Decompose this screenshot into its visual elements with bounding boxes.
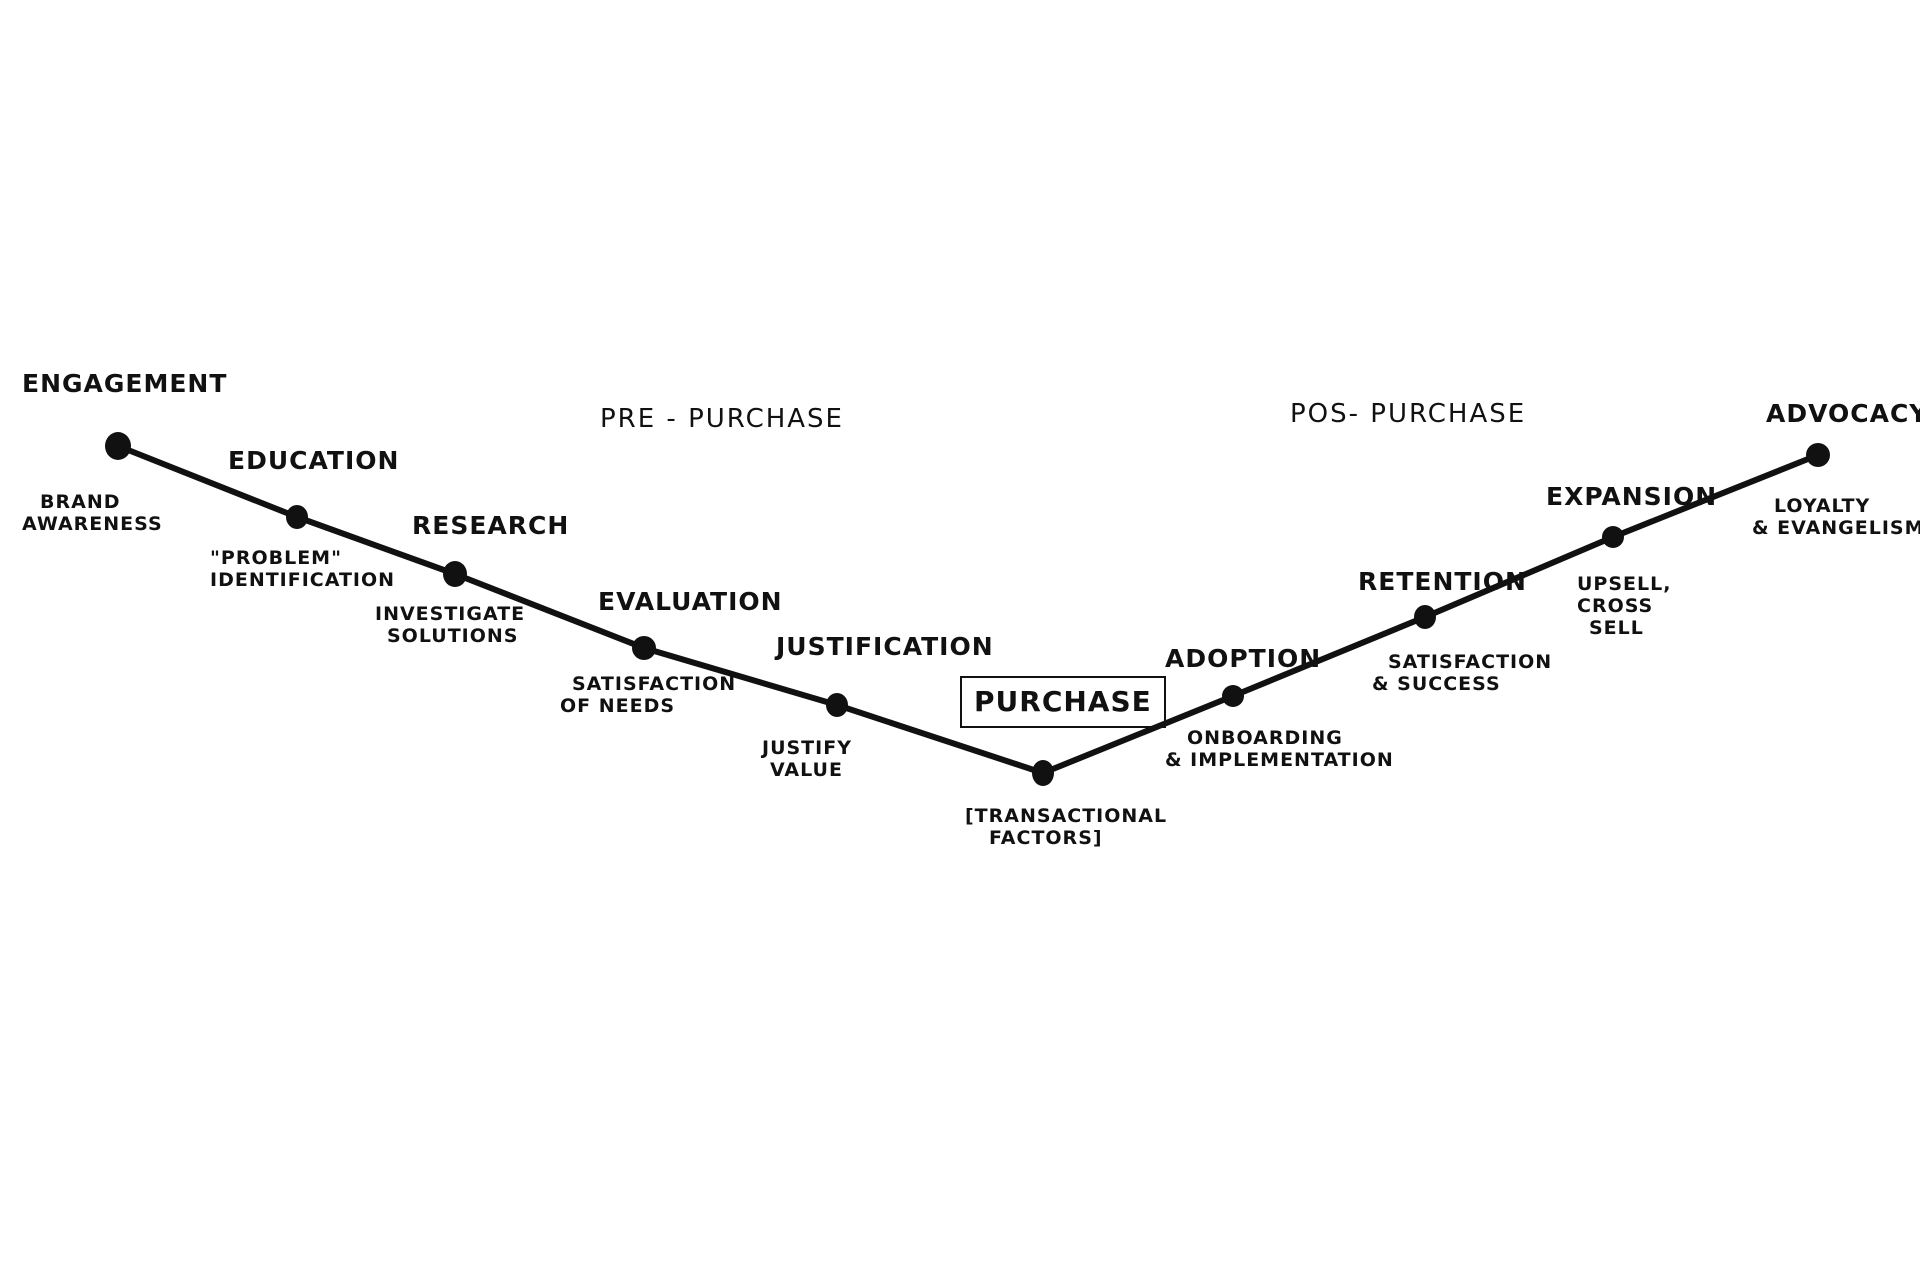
- stage-adoption-desc: ONBOARDING & IMPLEMENTATION: [1165, 727, 1394, 772]
- desc-line: SATISFACTION: [572, 673, 737, 695]
- desc-line: & IMPLEMENTATION: [1165, 748, 1394, 771]
- node-research: [443, 561, 467, 587]
- desc-line: SOLUTIONS: [387, 624, 519, 647]
- node-engagement: [105, 432, 131, 460]
- stage-expansion-desc: UPSELL, CROSS SELL: [1577, 573, 1672, 640]
- stage-justification-title: JUSTIFICATION: [776, 632, 994, 661]
- stage-education-desc: "PROBLEM" IDENTIFICATION: [210, 547, 396, 592]
- stage-retention-title: RETENTION: [1358, 567, 1527, 596]
- journey-path: [115, 443, 1821, 776]
- desc-line: & EVANGELISM: [1752, 516, 1920, 539]
- desc-line: JUSTIFY: [762, 737, 852, 759]
- stage-advocacy-desc: LOYALTY & EVANGELISM: [1752, 495, 1920, 540]
- desc-line: BRAND: [40, 491, 121, 513]
- stage-research-title: RESEARCH: [412, 511, 570, 540]
- stage-retention-desc: SATISFACTION & SUCCESS: [1372, 651, 1553, 696]
- stage-purchase-title: PURCHASE: [960, 676, 1166, 729]
- stage-education-title: EDUCATION: [228, 446, 400, 475]
- stage-evaluation-desc: SATISFACTION OF NEEDS: [560, 673, 737, 718]
- stage-adoption-title: ADOPTION: [1165, 644, 1322, 673]
- desc-line: "PROBLEM": [210, 547, 342, 569]
- stage-advocacy-title: ADVOCACY: [1766, 399, 1920, 428]
- desc-line: AWARENESS: [22, 512, 163, 535]
- node-evaluation: [632, 636, 656, 660]
- desc-line: VALUE: [770, 758, 843, 781]
- node-advocacy: [1806, 443, 1830, 467]
- stage-engagement-title: ENGAGEMENT: [22, 369, 228, 398]
- desc-line: & SUCCESS: [1372, 672, 1501, 695]
- node-retention: [1414, 605, 1436, 629]
- node-justification: [826, 693, 848, 717]
- phase-post-purchase: POS- PURCHASE: [1290, 399, 1527, 429]
- node-education: [286, 505, 308, 529]
- desc-line: ONBOARDING: [1187, 727, 1343, 749]
- desc-line: CROSS: [1577, 594, 1654, 617]
- node-adoption: [1222, 685, 1244, 707]
- desc-line: INVESTIGATE: [375, 603, 526, 625]
- desc-line: UPSELL,: [1577, 573, 1672, 595]
- stage-evaluation-title: EVALUATION: [598, 587, 783, 616]
- desc-line: LOYALTY: [1774, 495, 1871, 517]
- desc-line: FACTORS]: [989, 826, 1103, 849]
- desc-line: SELL: [1589, 616, 1644, 639]
- node-expansion: [1602, 526, 1624, 548]
- stage-expansion-title: EXPANSION: [1546, 482, 1718, 511]
- stage-engagement-desc: BRAND AWARENESS: [22, 491, 163, 536]
- stage-justification-desc: JUSTIFY VALUE: [762, 737, 852, 782]
- node-purchase: [1032, 760, 1054, 786]
- desc-line: [TRANSACTIONAL: [965, 805, 1168, 827]
- desc-line: OF NEEDS: [560, 694, 676, 717]
- desc-line: SATISFACTION: [1388, 651, 1553, 673]
- stage-research-desc: INVESTIGATE SOLUTIONS: [375, 603, 526, 648]
- stage-purchase-desc: [TRANSACTIONAL FACTORS]: [965, 805, 1168, 850]
- desc-line: IDENTIFICATION: [210, 568, 396, 591]
- phase-pre-purchase: PRE - PURCHASE: [600, 404, 844, 434]
